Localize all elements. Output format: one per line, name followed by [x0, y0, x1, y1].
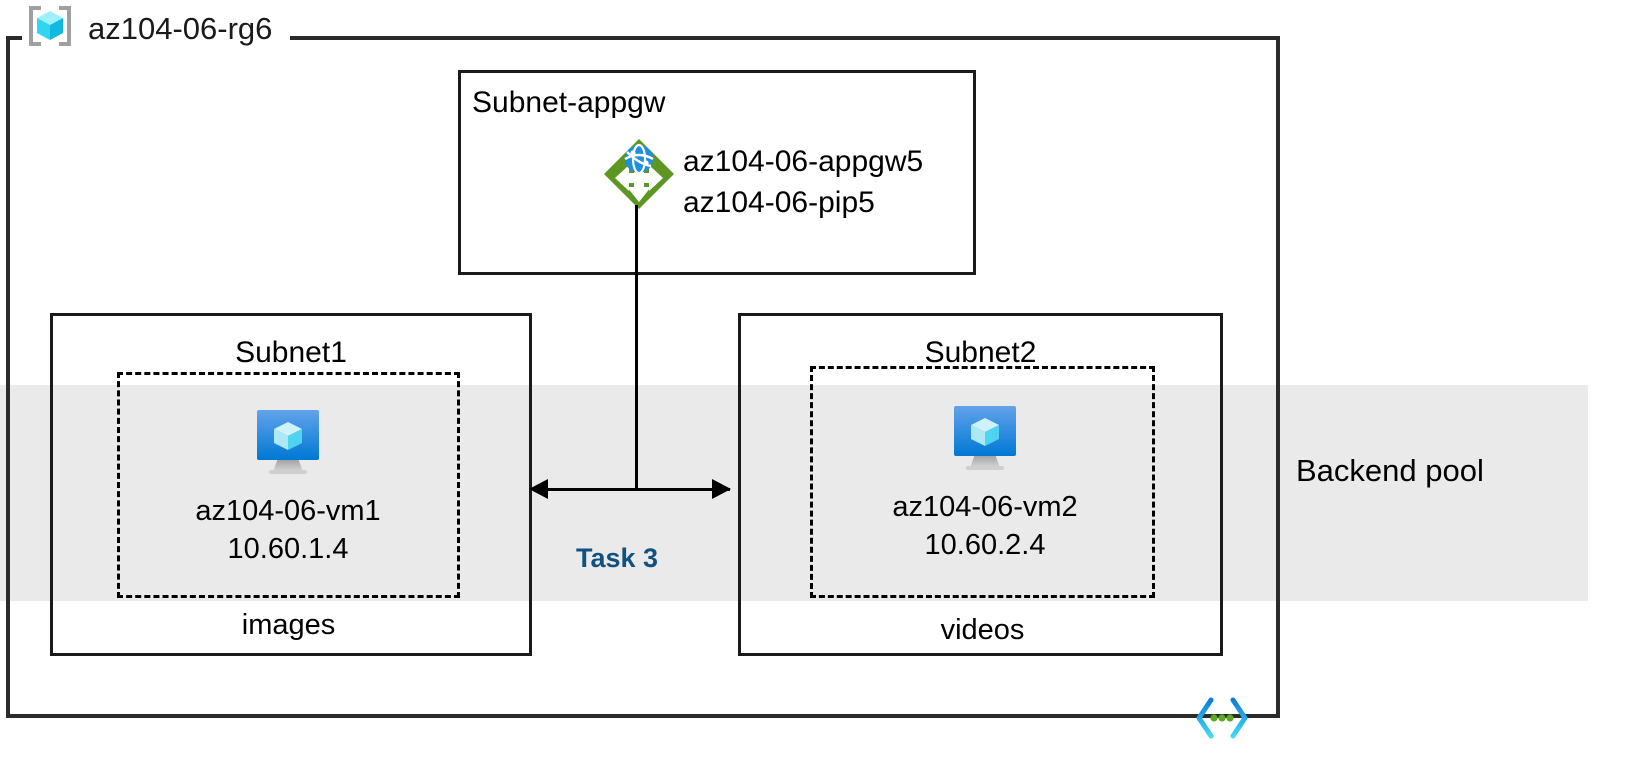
- resource-group-name: az104-06-rg6: [88, 11, 273, 46]
- appgw-connector-line: [635, 205, 638, 490]
- task3-annotation: Task 3: [576, 543, 659, 573]
- resource-group-border-top-stub: [6, 36, 22, 40]
- vm2-name: az104-06-vm2: [892, 491, 1078, 523]
- subnet1-dashed-group: [117, 372, 460, 598]
- virtual-machine-icon: [942, 398, 1028, 474]
- resource-group-border-right: [1276, 36, 1280, 718]
- appgw-name: az104-06-appgw5: [683, 145, 924, 178]
- subnet-appgw-box: [458, 70, 976, 275]
- subnet2-box: Subnet2: [738, 313, 1223, 656]
- arrow-head-right-icon: [712, 479, 731, 499]
- appgw-resource-labels: az104-06-appgw5 az104-06-pip5: [683, 141, 923, 223]
- public-ip-name: az104-06-pip5: [683, 186, 875, 219]
- resource-group-border-bottom: [6, 714, 1280, 718]
- application-gateway-icon: [600, 137, 678, 219]
- vm1-block: az104-06-vm1 10.60.1.4: [158, 402, 418, 568]
- vm2-ip: 10.60.2.4: [924, 529, 1046, 561]
- subnet1-title: Subnet1: [235, 336, 347, 369]
- subnet-appgw-title: Subnet-appgw: [472, 86, 666, 119]
- vm1-name: az104-06-vm1: [195, 495, 381, 527]
- vm2-block: az104-06-vm2 10.60.2.4: [855, 398, 1115, 564]
- virtual-machine-icon: [245, 402, 331, 478]
- resource-group-icon: [22, 4, 78, 60]
- subnet1-footer-label: images: [241, 609, 336, 641]
- vm1-ip: 10.60.1.4: [227, 533, 349, 565]
- subnet-link-line: [537, 488, 730, 491]
- backend-pool-label: Backend pool: [1296, 453, 1484, 488]
- resource-group-border-top: [290, 36, 1280, 40]
- subnet2-dashed-group: [810, 366, 1155, 598]
- resource-group-border-left: [6, 36, 10, 718]
- code-brackets-icon: [1194, 697, 1250, 739]
- subnet2-title: Subnet2: [924, 336, 1037, 369]
- subnet2-footer-label: videos: [940, 614, 1025, 646]
- arrow-head-left-icon: [529, 479, 548, 499]
